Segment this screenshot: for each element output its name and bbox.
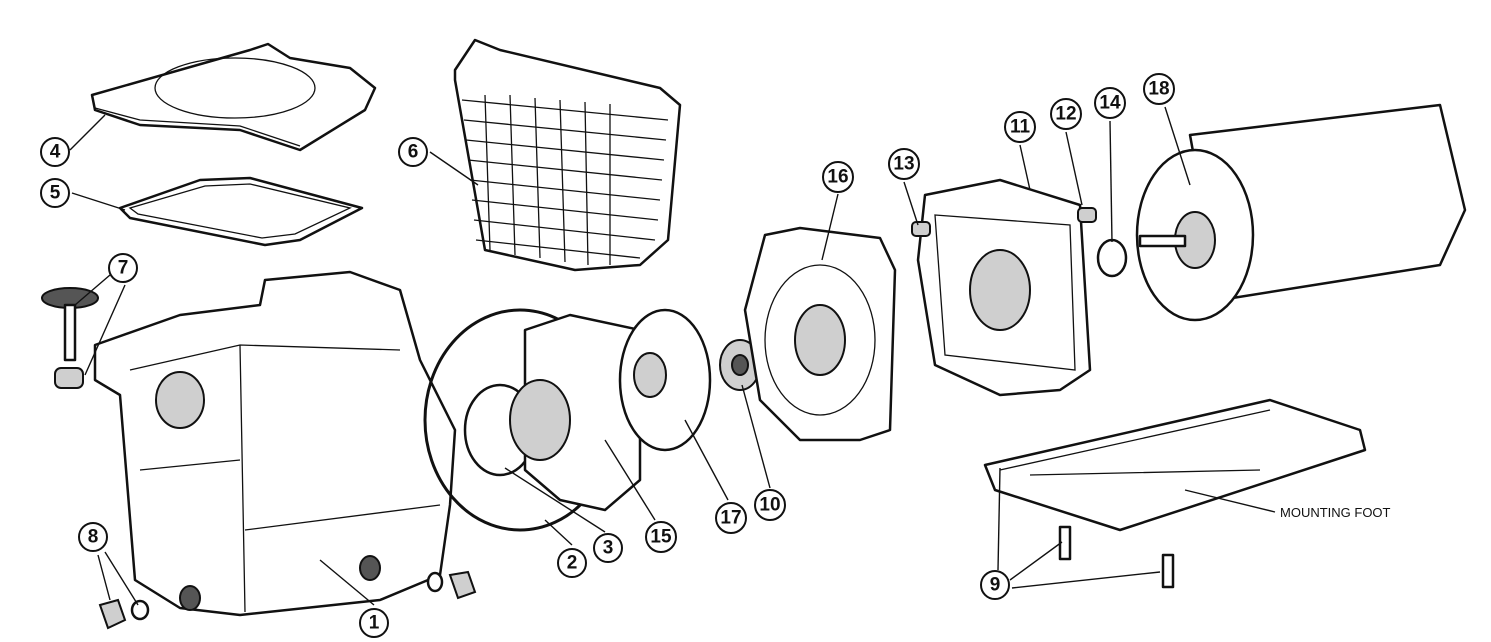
svg-text:18: 18	[1148, 79, 1169, 100]
svg-text:11: 11	[1010, 117, 1031, 138]
callout-14: 14	[1094, 87, 1126, 119]
callout-2: 2	[557, 548, 587, 578]
svg-text:17: 17	[720, 508, 741, 529]
callout-16: 16	[822, 161, 854, 193]
callout-3: 3	[593, 533, 623, 563]
impeller	[719, 339, 761, 391]
svg-text:2: 2	[567, 553, 578, 574]
svg-text:13: 13	[893, 154, 914, 175]
leader-lines	[69, 106, 1276, 606]
callout-4: 4	[40, 137, 70, 167]
callout-12: 12	[1050, 98, 1082, 130]
drain-plugs	[98, 570, 477, 630]
svg-text:4: 4	[50, 142, 61, 163]
housing-bolt	[911, 221, 931, 237]
motor-base-screw	[1161, 553, 1175, 589]
callout-11: 11	[1004, 111, 1036, 143]
callout-18: 18	[1143, 73, 1175, 105]
callout-8: 8	[78, 522, 108, 552]
callout-5: 5	[40, 178, 70, 208]
callout-15: 15	[645, 521, 677, 553]
svg-text:6: 6	[408, 142, 419, 163]
svg-text:1: 1	[369, 613, 380, 634]
seal-plate-housing	[743, 226, 897, 442]
mounting-foot	[983, 398, 1367, 532]
svg-text:10: 10	[759, 495, 780, 516]
svg-text:8: 8	[88, 527, 99, 548]
callout-6: 6	[398, 137, 428, 167]
seal-plate-screw	[1077, 207, 1097, 223]
svg-text:12: 12	[1055, 104, 1076, 125]
spacer-washer	[1096, 238, 1128, 278]
callout-9: 9	[980, 570, 1010, 600]
svg-text:14: 14	[1099, 93, 1121, 114]
svg-text:9: 9	[990, 575, 1001, 596]
callout-7: 7	[108, 253, 138, 283]
callout-13: 13	[888, 148, 920, 180]
diffuser	[509, 313, 642, 512]
cover-oring	[118, 176, 364, 247]
motor	[1135, 103, 1467, 322]
callout-17: 17	[715, 502, 747, 534]
callout-1: 1	[359, 608, 389, 638]
svg-text:15: 15	[650, 527, 672, 548]
svg-text:3: 3	[603, 538, 614, 559]
svg-text:5: 5	[50, 183, 61, 204]
svg-text:7: 7	[118, 258, 129, 279]
strainer-basket	[453, 38, 682, 272]
strainer-cover	[90, 42, 377, 152]
callout-10: 10	[754, 489, 786, 521]
mounting-foot-label: MOUNTING FOOT	[1280, 505, 1391, 520]
svg-text:16: 16	[827, 167, 848, 188]
pump-housing	[93, 270, 457, 617]
impeller-ring	[618, 308, 712, 452]
seal-plate	[916, 178, 1092, 397]
